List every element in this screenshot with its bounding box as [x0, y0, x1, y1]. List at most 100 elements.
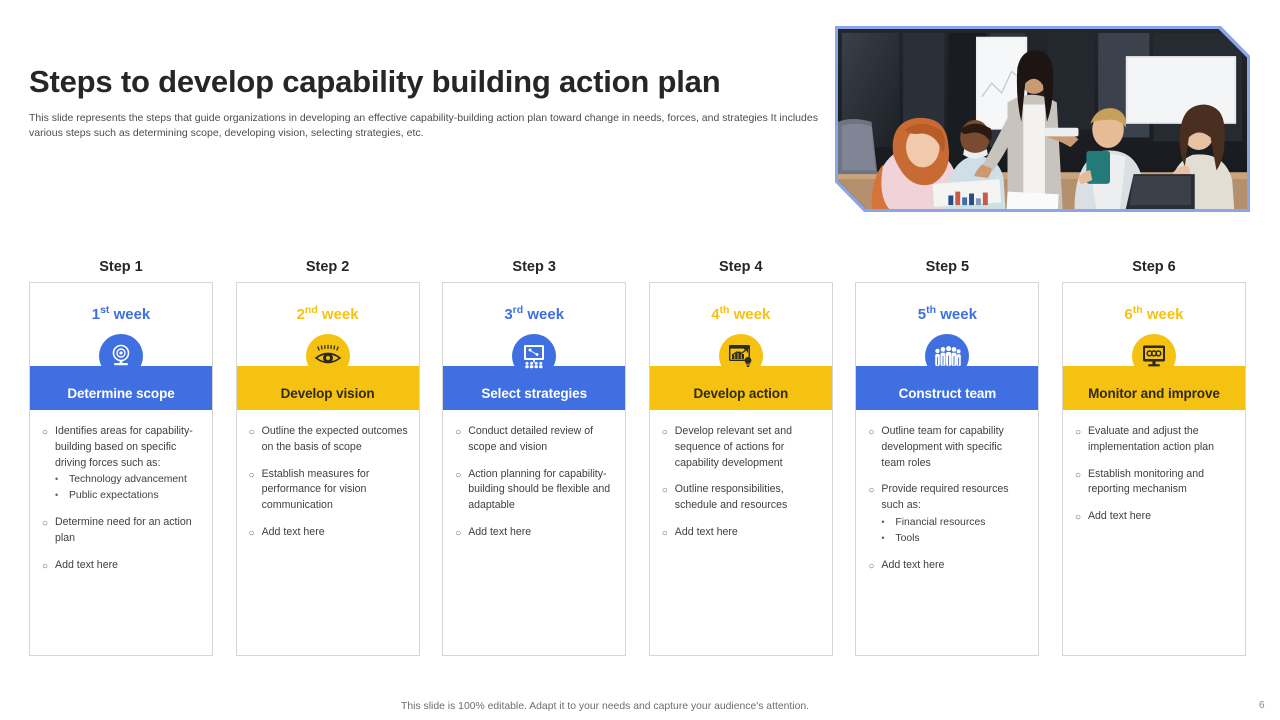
bullet-text: Determine need for an action plan — [55, 515, 192, 544]
bullet-marker: ○ — [661, 485, 668, 497]
bullet-marker: ○ — [455, 427, 462, 438]
bullet-text: Outline the expected outcomes on the bas… — [261, 425, 408, 453]
week-suffix-6: th — [1132, 304, 1143, 316]
week-word-4: week — [733, 306, 771, 323]
list-item: ○ Add text here — [868, 558, 1028, 575]
bullet-text: Conduct detailed review of scope and vis… — [468, 425, 594, 453]
bullet-marker: ○ — [248, 427, 255, 438]
bullet-list-6: ○ Evaluate and adjust the implementation… — [1063, 410, 1245, 655]
step-column-5: Step 5 5th week — [855, 256, 1040, 656]
week-suffix-1: st — [100, 304, 110, 316]
bullet-list-1: ○ Identifies areas for capability-buildi… — [30, 410, 212, 655]
week-suffix-4: th — [719, 304, 730, 316]
steps-row: Step 1 1st week Determine scope — [29, 256, 1258, 656]
bullet-text: Outline responsibilities, schedule and r… — [674, 483, 788, 512]
week-word-3: week — [527, 306, 565, 323]
list-item: ○ Add text here — [1075, 509, 1235, 526]
list-item: ○ Add text here — [662, 525, 822, 542]
week-suffix-3: rd — [512, 304, 524, 316]
bullet-text: Add text here — [55, 558, 119, 571]
sub-list-item: • Financial resources — [881, 515, 1028, 531]
bullet-list-4: ○ Develop relevant set and sequence of a… — [650, 410, 832, 655]
monitor-dashboard-icon — [1131, 334, 1176, 378]
page-number: 6 — [1259, 700, 1265, 711]
week-label-3: 3rd week — [443, 300, 625, 323]
step-column-6: Step 6 6th week — [1061, 256, 1246, 656]
bullet-text: Add text here — [674, 525, 738, 538]
bullet-text: Add text here — [1087, 510, 1151, 523]
step-card-1[interactable]: 1st week Determine scope ○ — [29, 282, 213, 656]
week-label-6: 6th week — [1063, 300, 1245, 323]
week-label-1: 1st week — [30, 300, 212, 323]
week-label-5: 5th week — [856, 300, 1038, 323]
week-ordinal-4: 4 — [711, 306, 720, 323]
step-column-2: Step 2 2nd week — [235, 256, 420, 656]
step-card-6[interactable]: 6th week M — [1061, 282, 1246, 656]
list-item: ○ Add text here — [455, 525, 615, 542]
sub-bullet-marker: • — [55, 474, 59, 485]
bullet-marker: ○ — [1074, 469, 1082, 481]
list-item: ○ Add text here — [42, 558, 202, 575]
band-label-1: Determine scope — [30, 366, 212, 410]
sub-bullet-text: Tools — [895, 532, 920, 544]
bullet-marker: ○ — [1074, 512, 1082, 524]
week-ordinal-2: 2 — [296, 306, 305, 323]
bullet-text: Add text here — [881, 558, 945, 571]
list-item: ○ Action planning for capability-buildin… — [455, 467, 615, 514]
growth-chart-idea-icon — [718, 334, 763, 378]
hero-illustration-icon — [838, 29, 1247, 209]
bullet-marker: ○ — [868, 485, 875, 497]
bullet-marker: ○ — [661, 427, 668, 438]
bullet-marker: ○ — [42, 427, 49, 438]
list-item: ○ Outline the expected outcomes on the b… — [249, 424, 409, 456]
bullet-text: Establish monitoring and reporting mecha… — [1087, 467, 1204, 496]
step-card-4[interactable]: 4th week — [648, 282, 833, 656]
list-item: ○ Determine need for an action plan — [42, 515, 202, 547]
hero-image-container — [835, 26, 1250, 212]
list-item: ○ Outline team for capability developmen… — [868, 424, 1028, 471]
sub-list-item: • Technology advancement — [55, 472, 202, 488]
week-word-2: week — [321, 306, 359, 323]
step-card-5[interactable]: 5th week — [855, 282, 1040, 656]
bullet-marker: ○ — [455, 527, 462, 539]
sub-list-item: • Tools — [881, 531, 1028, 547]
bullet-marker: ○ — [248, 469, 255, 481]
bullet-marker: ○ — [248, 527, 255, 539]
list-item: ○ Evaluate and adjust the implementation… — [1075, 424, 1235, 456]
step-column-4: Step 4 4th week — [648, 256, 833, 656]
step-label-6: Step 6 — [1132, 259, 1176, 275]
sub-list-item: • Public expectations — [55, 488, 202, 504]
target-webcam-icon — [99, 334, 143, 378]
bullet-list-5: ○ Outline team for capability developmen… — [856, 410, 1038, 655]
bullet-marker: ○ — [1074, 427, 1082, 438]
step-label-5: Step 5 — [925, 259, 970, 275]
week-ordinal-5: 5 — [917, 306, 927, 323]
list-item: ○ Develop relevant set and sequence of a… — [662, 424, 822, 471]
presentation-audience-icon — [512, 334, 557, 378]
sub-bullet-marker: • — [881, 532, 885, 543]
bullet-list-3: ○ Conduct detailed review of scope and v… — [443, 410, 625, 655]
step-label-4: Step 4 — [719, 259, 763, 275]
week-word-6: week — [1146, 306, 1184, 323]
step-label-3: Step 3 — [512, 259, 556, 275]
step-card-2[interactable]: 2nd week Develop vision — [235, 282, 420, 656]
week-label-2: 2nd week — [237, 300, 419, 323]
sub-bullet-text: Financial resources — [895, 516, 986, 528]
sub-bullet-text: Technology advancement — [69, 474, 187, 486]
week-ordinal-6: 6 — [1124, 306, 1133, 323]
team-group-icon — [925, 334, 970, 378]
bullet-text: Identifies areas for capability-building… — [55, 425, 193, 469]
step-card-3[interactable]: 3rd week — [442, 282, 627, 656]
sub-bullet-marker: • — [55, 490, 59, 501]
footer-note: This slide is 100% editable. Adapt it to… — [401, 701, 810, 712]
week-suffix-2: nd — [304, 304, 318, 316]
step-column-1: Step 1 1st week Determine scope — [29, 256, 213, 656]
week-ordinal-1: 1 — [91, 306, 101, 323]
bullet-text: Provide required resources such as: — [881, 483, 1009, 512]
week-ordinal-3: 3 — [504, 306, 513, 323]
sub-bullet-list: • Financial resources • Tools — [881, 515, 1028, 547]
bullet-marker: ○ — [868, 427, 875, 438]
bullet-marker: ○ — [42, 560, 49, 572]
bullet-marker: ○ — [661, 527, 668, 539]
